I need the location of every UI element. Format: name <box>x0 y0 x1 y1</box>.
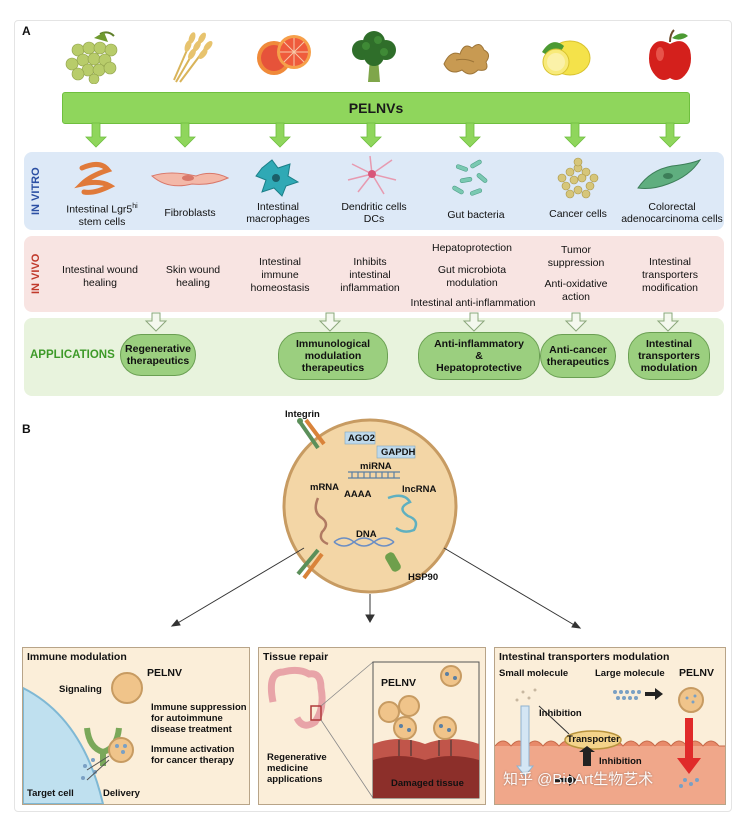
wheat-icon <box>173 32 213 83</box>
target-cell-label: Target cell <box>27 788 74 799</box>
transport-pelnv: PELNV <box>679 667 715 679</box>
cell-icons <box>74 155 702 199</box>
mrna-icon <box>314 497 329 546</box>
ago2-label: AGO2 <box>348 433 375 444</box>
transporter-label: Transporter <box>567 734 620 745</box>
dna-icon <box>333 537 395 547</box>
integrin-label: Integrin <box>285 409 320 420</box>
gut-bacteria-icon <box>452 159 488 196</box>
vesicle-arrows <box>170 547 582 629</box>
dna-label: DNA <box>356 529 377 540</box>
applications-label: APPLICATIONS <box>30 349 115 361</box>
stem-cell-icon <box>74 162 116 195</box>
lncrna-icon <box>387 494 418 533</box>
mirna-label: miRNA <box>360 461 392 472</box>
ginger-icon <box>443 44 490 75</box>
gapdh-box <box>376 445 416 459</box>
broccoli-icon <box>352 31 396 82</box>
tissue-pelnv: PELNV <box>381 677 417 689</box>
immune-modulation-box: Immune modulation PELNV Signaling Immune… <box>22 647 250 805</box>
signaling-label: Signaling <box>59 684 102 695</box>
mirna-icon <box>348 471 400 479</box>
figure-frame <box>14 20 732 812</box>
transmembrane-icon <box>296 548 324 580</box>
hsp90-label: HSP90 <box>408 572 439 583</box>
dendritic-cell-icon <box>347 155 397 195</box>
vesicle-body <box>282 418 458 594</box>
immune-title: Immune modulation <box>27 651 127 663</box>
panel-a-letter: A <box>22 24 31 38</box>
pelnvs-bar: PELNVs <box>62 92 690 124</box>
mrna-label: mRNA <box>310 482 340 493</box>
cell-gut-bacteria: Gut bacteria <box>447 209 505 221</box>
pelnv-arrows <box>85 122 681 148</box>
adenocarcinoma-cell-icon <box>637 158 702 189</box>
gapdh-label: GAPDH <box>381 447 416 458</box>
lncrna-label: lncRNA <box>402 484 437 495</box>
macrophage-icon <box>255 159 300 197</box>
ago2-box <box>344 431 376 445</box>
hsp90-icon <box>385 552 401 572</box>
vivo-hepatoprotection: Hepatoprotection <box>432 242 512 254</box>
in-vitro-band <box>24 152 724 230</box>
immune-pelnv: PELNV <box>147 667 183 679</box>
inhibition-label-1: Inhibition <box>539 708 582 719</box>
application-arrows <box>144 312 680 332</box>
panel-b-letter: B <box>22 422 31 436</box>
cancer-cells-icon <box>557 157 599 199</box>
transport-title: Intestinal transporters modulation <box>499 651 670 663</box>
tissue-graphic <box>267 661 480 799</box>
aaaa-label: AAAA <box>344 489 372 500</box>
integrin-icon <box>297 418 326 450</box>
vivo-intestinal-anti-inflammation: Intestinal anti-inflammation <box>410 297 536 309</box>
large-molecule-label: Large molecule <box>595 668 665 679</box>
apple-icon <box>649 29 691 80</box>
damaged-tissue-label: Damaged tissue <box>391 778 464 789</box>
watermark: 知乎 @BioArt生物艺术 <box>503 771 654 788</box>
cell-cancer: Cancer cells <box>549 208 607 220</box>
grapefruit-icon <box>257 35 311 75</box>
inhibition-label-2: Inhibition <box>599 756 642 767</box>
transporters-box: Intestinal transporters modulation Small… <box>494 647 726 805</box>
cell-fibroblasts: Fibroblasts <box>164 207 216 219</box>
tissue-title: Tissue repair <box>263 651 329 663</box>
immune-graphic <box>23 672 143 804</box>
delivery-label: Delivery <box>103 788 140 799</box>
small-molecule-label: Small molecule <box>499 668 569 679</box>
lemon-icon <box>542 40 591 76</box>
fibroblast-icon <box>151 172 230 187</box>
in-vivo-band <box>24 236 724 312</box>
grape-icon <box>65 31 118 84</box>
pill-anti-inflammatory: Anti-inflammatory&Hepatoprotective <box>418 332 540 380</box>
pelnvs-label: PELNVs <box>348 100 404 116</box>
transport-graphic <box>495 687 725 804</box>
